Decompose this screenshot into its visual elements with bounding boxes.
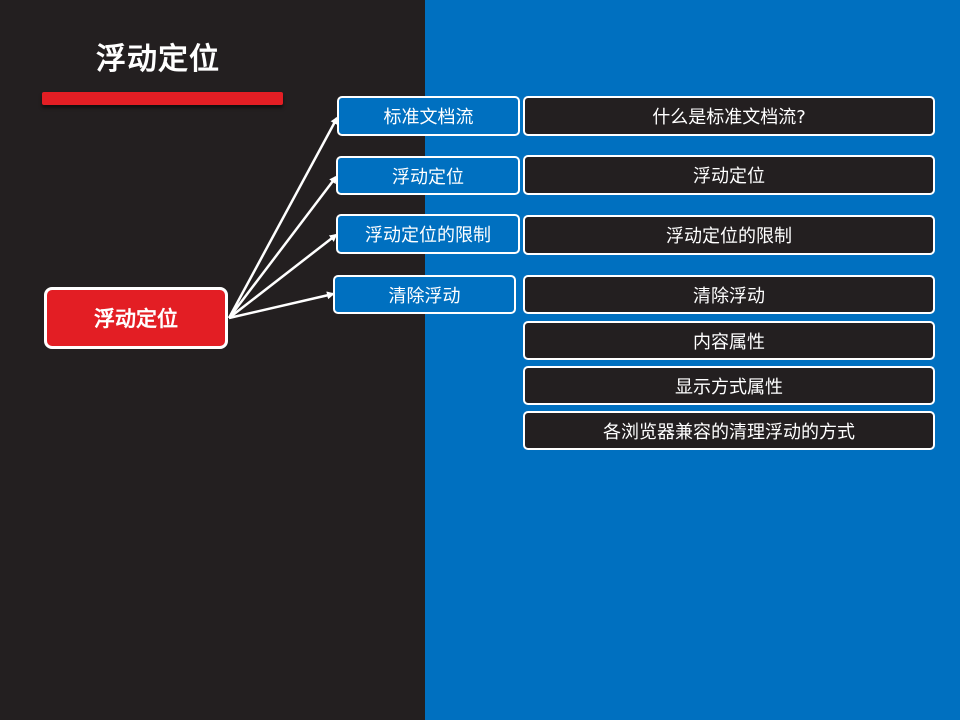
detail-label: 内容属性 bbox=[693, 331, 765, 353]
detail-label: 浮动定位 bbox=[693, 166, 765, 187]
category-node-clear-float: 清除浮动 bbox=[333, 275, 516, 314]
slide-title: 浮动定位 bbox=[96, 42, 220, 77]
title-underline-bar bbox=[42, 92, 283, 105]
detail-node: 浮动定位 bbox=[523, 155, 935, 195]
detail-label: 显示方式属性 bbox=[675, 376, 783, 398]
detail-node: 浮动定位的限制 bbox=[523, 215, 935, 255]
connector-arrow-1 bbox=[228, 175, 338, 319]
category-node-float: 浮动定位 bbox=[336, 156, 520, 195]
detail-label: 什么是标准文档流? bbox=[652, 107, 806, 128]
category-label: 浮动定位 bbox=[392, 166, 464, 188]
root-node-label: 浮动定位 bbox=[94, 307, 178, 331]
connector-arrow-2 bbox=[228, 233, 338, 319]
detail-node: 内容属性 bbox=[523, 321, 935, 360]
detail-node: 清除浮动 bbox=[523, 275, 935, 314]
category-node-float-limits: 浮动定位的限制 bbox=[336, 214, 520, 254]
category-label: 清除浮动 bbox=[388, 285, 461, 307]
category-label: 标准文档流 bbox=[383, 107, 474, 128]
detail-label: 各浏览器兼容的清理浮动的方式 bbox=[603, 421, 855, 443]
detail-label: 浮动定位的限制 bbox=[666, 226, 792, 247]
connector-arrow-3 bbox=[228, 291, 335, 320]
detail-node: 各浏览器兼容的清理浮动的方式 bbox=[523, 411, 935, 450]
root-node: 浮动定位 bbox=[44, 287, 228, 349]
detail-label: 清除浮动 bbox=[693, 285, 765, 307]
category-node-standard-flow: 标准文档流 bbox=[337, 96, 520, 136]
detail-node: 显示方式属性 bbox=[523, 366, 935, 405]
category-label: 浮动定位的限制 bbox=[365, 225, 491, 246]
connector-arrow-0 bbox=[227, 116, 339, 319]
detail-node: 什么是标准文档流? bbox=[523, 96, 935, 136]
